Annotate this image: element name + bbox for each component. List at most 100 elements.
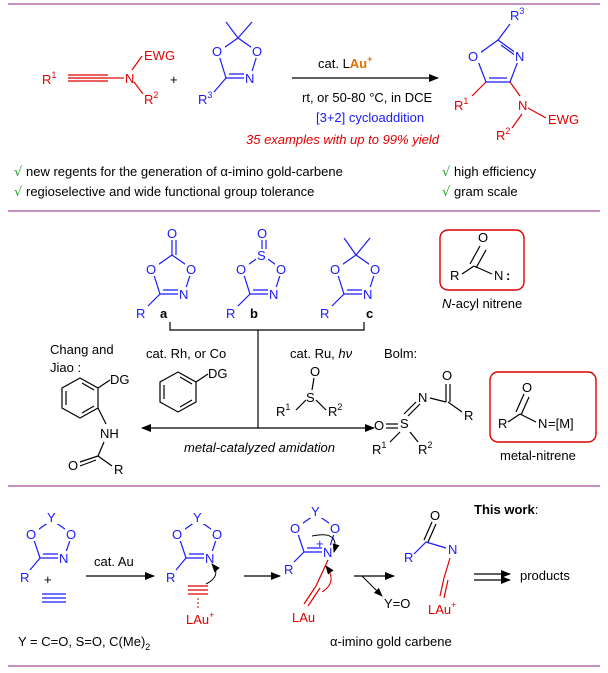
catalyst-label: cat. LAu+	[318, 54, 372, 71]
svg-text:N: N	[494, 268, 503, 283]
metal-nitrene: O R N =[M] metal-nitrene	[489, 371, 597, 463]
svg-text:R: R	[166, 570, 175, 585]
svg-text:S: S	[257, 248, 266, 263]
chang-label-2: Jiao :	[50, 360, 81, 375]
bolm-label: Bolm:	[384, 346, 417, 361]
svg-text:DG: DG	[110, 372, 130, 387]
condition-yield: 35 examples with up to 99% yield	[246, 132, 440, 147]
amide-product: DG NH O R	[61, 372, 130, 477]
sulfoxide-r2: R2	[328, 402, 342, 419]
svg-text:O: O	[257, 226, 267, 241]
svg-text:N: N	[538, 416, 547, 431]
ynamide-r2: R2	[144, 90, 158, 107]
ynamide-n: N	[125, 71, 134, 86]
svg-text:R: R	[284, 562, 293, 577]
svg-text:O: O	[478, 230, 488, 245]
check-icon: √	[442, 165, 451, 180]
bullet-left-1: new regents for the generation of α-imin…	[26, 164, 343, 179]
svg-text:O: O	[146, 262, 156, 277]
plus-sign: +	[170, 72, 178, 87]
svg-text:DG: DG	[208, 366, 228, 381]
svg-text:R: R	[136, 306, 145, 321]
ynamide-r1: R1	[42, 70, 56, 87]
svg-text::: :	[506, 268, 510, 283]
svg-text:N: N	[418, 390, 427, 405]
oxazole-ewg: EWG	[548, 112, 579, 127]
svg-text:O: O	[290, 521, 300, 536]
cat-rh-label: cat. Rh, or Co	[146, 346, 226, 361]
ynamide-structure: R1 N EWG R2	[42, 48, 175, 107]
svg-text:O: O	[66, 527, 76, 542]
sulfox-r2: R2	[418, 440, 432, 457]
panel-cycloaddition: R1 N EWG R2 + O O N R3	[14, 6, 579, 200]
svg-text:O: O	[186, 262, 196, 277]
svg-text:O: O	[522, 380, 532, 395]
reagent-c: O O N R c	[320, 237, 383, 321]
lau-3: LAu+	[428, 600, 456, 617]
svg-text:N: N	[205, 551, 214, 566]
svg-text:O: O	[167, 226, 177, 241]
svg-text:O: O	[26, 527, 36, 542]
condition-temperature: rt, or 50-80 °C, in DCE	[302, 90, 433, 105]
svg-text:N: N	[59, 551, 68, 566]
acyl-nitrene: O R N : N-acyl nitrene	[439, 229, 525, 311]
svg-text:O: O	[276, 262, 286, 277]
oxazole-r3: R3	[510, 6, 524, 23]
svg-text:O: O	[172, 527, 182, 542]
check-icon: √	[14, 185, 23, 200]
ynamide-ewg: EWG	[144, 48, 175, 63]
y-eq-o-byproduct: Y=O	[384, 596, 410, 611]
svg-text:+: +	[316, 536, 324, 551]
amidation-label: metal-catalyzed amidation	[184, 440, 335, 455]
reagent-b: O S O O N R b	[226, 226, 289, 321]
svg-text:O: O	[212, 527, 222, 542]
oxazole-product: O N R3 R1 N EWG R2	[454, 6, 579, 143]
bullet-right-1: high efficiency	[454, 164, 537, 179]
svg-text:R: R	[464, 408, 473, 423]
feature-bullets: √ new regents for the generation of α-im…	[14, 164, 537, 200]
check-icon: √	[14, 165, 23, 180]
oxazole-n: N	[515, 49, 524, 64]
label-c: c	[366, 306, 373, 321]
svg-text:O: O	[442, 368, 452, 383]
svg-text:N: N	[179, 287, 188, 302]
svg-text:O: O	[370, 262, 380, 277]
lau-2: LAu	[292, 610, 315, 625]
svg-text:O: O	[236, 262, 246, 277]
sulfoxide-substrate: S O R1 R2	[276, 364, 342, 419]
cat-ru-label: cat. Ru, hν	[290, 346, 353, 361]
svg-text:O: O	[330, 262, 340, 277]
bullet-right-2: gram scale	[454, 184, 518, 199]
svg-text:R: R	[498, 416, 507, 431]
svg-text:=[M]: =[M]	[548, 416, 574, 431]
dioxazole-o2: O	[252, 44, 262, 59]
reagent-a: O O O N R a	[136, 226, 199, 321]
svg-text:O: O	[68, 458, 78, 473]
label-b: b	[250, 306, 258, 321]
generic-reagent: Y O O N R +	[20, 510, 79, 603]
lau-1: LAu+	[186, 610, 214, 627]
svg-text:S: S	[306, 390, 315, 405]
panel-this-work: This work: Y O O N R + cat. Au	[18, 502, 570, 652]
condition-cycloaddition: [3+2] cycloaddition	[316, 110, 424, 125]
intermediate-1: Y O O N R LAu+	[166, 510, 225, 627]
svg-text:Y: Y	[47, 510, 56, 525]
svg-text:R: R	[20, 570, 29, 585]
svg-text:N: N	[269, 287, 278, 302]
arene-substrate: DG	[159, 366, 228, 413]
svg-text:Y: Y	[193, 510, 202, 525]
oxazole-o: O	[468, 49, 478, 64]
svg-text:N: N	[323, 545, 332, 560]
gold-carbene: O R N LAu+	[404, 508, 457, 617]
svg-text:N: N	[448, 542, 457, 557]
plus-sign-2: +	[44, 572, 52, 587]
oxazole-amine-n: N	[518, 98, 527, 113]
reagent-bracket	[169, 322, 365, 331]
svg-text:O: O	[310, 364, 320, 379]
acyl-nitrene-label: N-acyl nitrene	[442, 296, 522, 311]
oxazole-r1: R1	[454, 96, 468, 113]
svg-text:S: S	[400, 416, 409, 431]
carbene-label: α-imino gold carbene	[330, 634, 452, 649]
